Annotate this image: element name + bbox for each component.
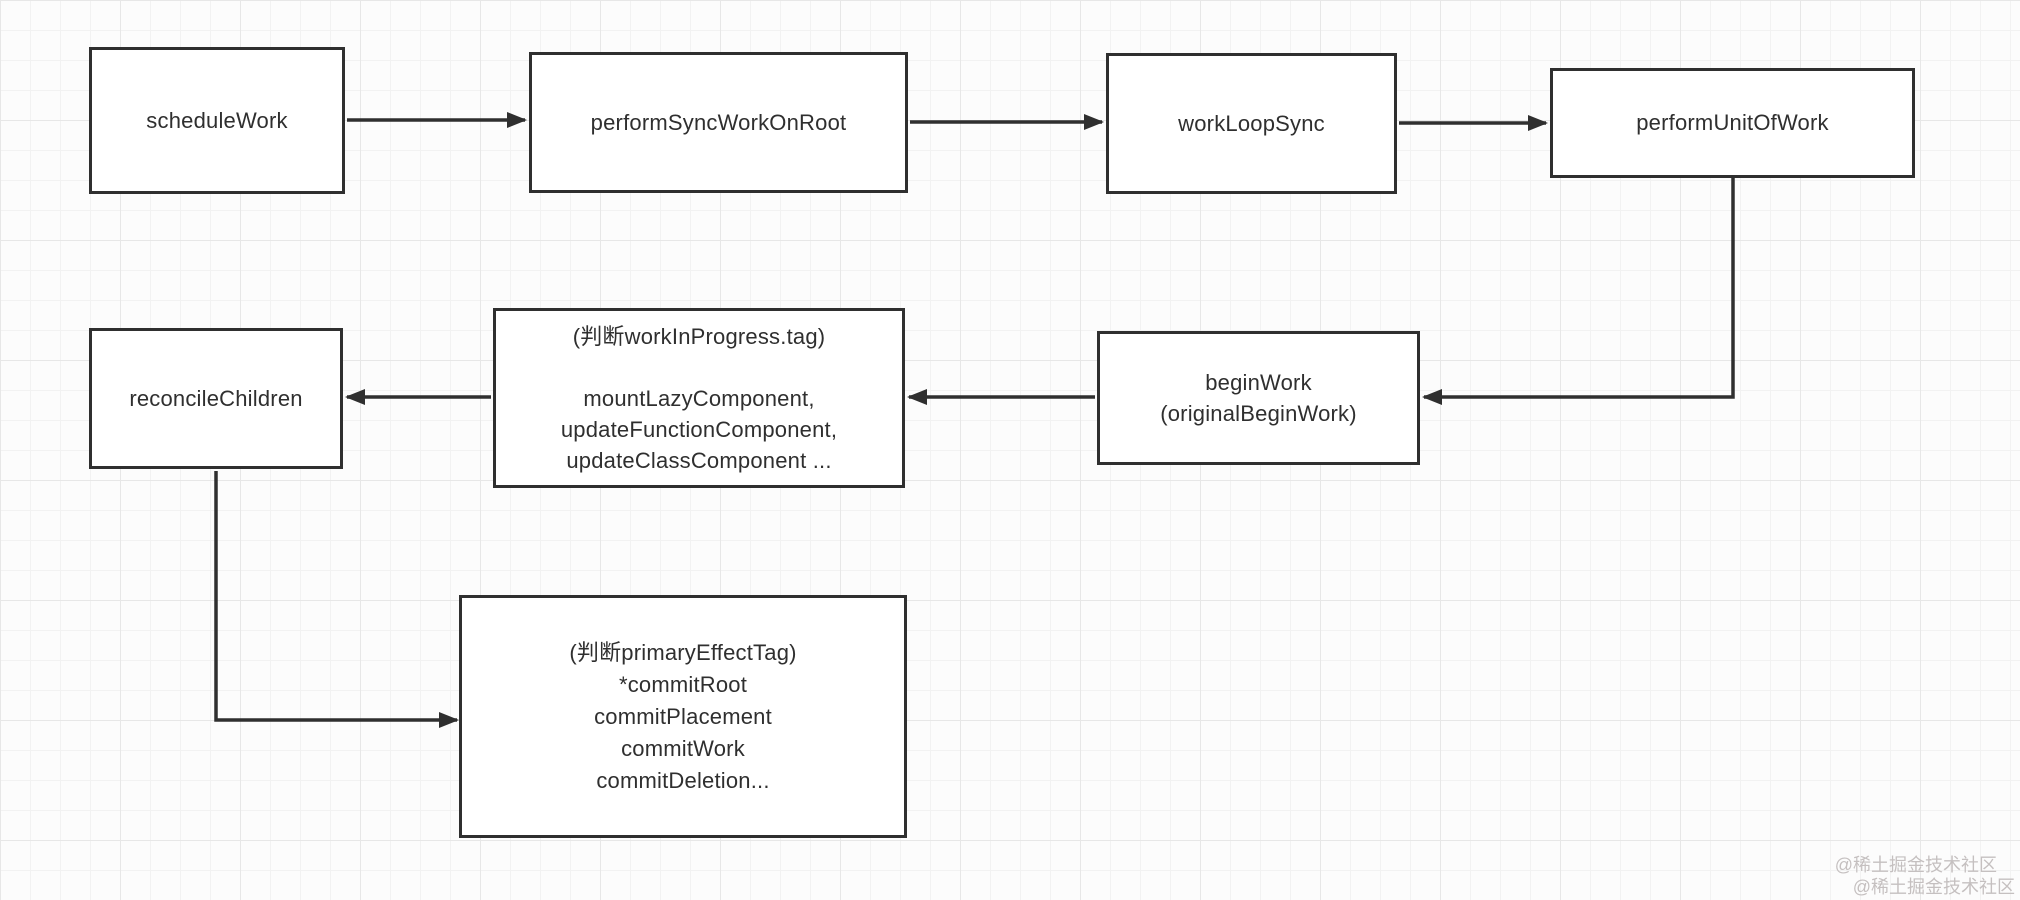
watermark-line: @稀土掘金技术社区 — [1852, 877, 2015, 897]
node-label: performSyncWorkOnRoot — [590, 109, 847, 135]
node-label: performUnitOfWork — [1636, 110, 1829, 135]
node-workloopsync: workLoopSync — [1106, 53, 1397, 194]
node-performsyncworkonroot: performSyncWorkOnRoot — [529, 52, 908, 193]
node-label-line: updateClassComponent ... — [566, 447, 832, 473]
node-label-line: (originalBeginWork) — [1160, 401, 1357, 426]
node-label-line: commitWork — [621, 735, 745, 761]
node-label: workLoopSync — [1178, 110, 1325, 136]
node-label-line: (判断primaryEffectTag) — [569, 639, 797, 665]
node-workinprogress-tag-switch: (判断workInProgress.tag) mountLazyComponen… — [493, 308, 905, 488]
node-label-line: mountLazyComponent, — [583, 385, 815, 411]
node-label-line: commitPlacement — [594, 703, 772, 729]
arrow-reconcilechildren-to-commitswitch — [214, 471, 459, 728]
node-label-line: updateFunctionComponent, — [560, 416, 838, 442]
node-label: reconcileChildren — [129, 385, 303, 411]
node-beginwork: beginWork (originalBeginWork) — [1097, 331, 1420, 465]
arrow-performunitofwork-to-beginwork — [1422, 177, 1735, 405]
node-label: scheduleWork — [146, 107, 288, 133]
node-label-line: beginWork — [1205, 370, 1312, 395]
node-label-line: (判断workInProgress.tag) — [572, 323, 826, 349]
watermark-line: @稀土掘金技术社区 — [1834, 855, 1997, 875]
node-reconcilechildren: reconcileChildren — [89, 328, 343, 469]
watermark: @稀土掘金技术社区 @稀土掘金技术社区 — [1835, 854, 2015, 898]
node-primary-effect-tag-switch: (判断primaryEffectTag) *commitRoot commitP… — [459, 595, 907, 838]
node-label-line: commitDeletion... — [596, 767, 770, 793]
node-label-line: *commitRoot — [618, 671, 748, 697]
node-schedulework: scheduleWork — [89, 47, 345, 194]
node-performunitofwork: performUnitOfWork — [1550, 68, 1915, 178]
